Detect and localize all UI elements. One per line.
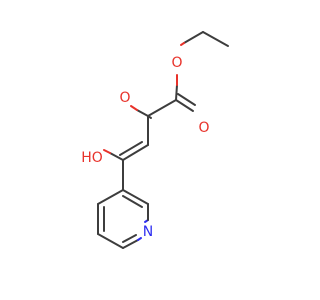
enol-c-o-bond	[109, 152, 124, 161]
ester-carbonyl-oxygen-label: O	[198, 120, 209, 136]
alkene-double-bond-2	[119, 141, 143, 156]
ester-o-c-bond	[175, 84, 178, 101]
pyridine-bond-c2-c3-inner	[122, 195, 143, 208]
enol-c-o-bond-red	[103, 149, 111, 154]
ketone-oxygen-label: O	[119, 90, 130, 106]
ethyl-pyridyl-hydroxy-oxobutenoate-structure: O O O HO N	[81, 31, 229, 249]
hydroxyl-label: HO	[81, 150, 103, 166]
ester-carbonyl-bond-2	[177, 93, 196, 106]
pyridine-bond-c3-c4	[97, 189, 124, 205]
pyridine-bond-c5-c6	[97, 233, 124, 249]
ethyl-ch2-o-bond	[183, 31, 204, 44]
pyridine-bond-c6-n-inner	[122, 234, 137, 243]
pyridine-bond-c6-n-blue	[137, 237, 142, 241]
pyridine-bond-c2-c3	[122, 189, 149, 205]
pyridine-bond-c6-n	[122, 239, 139, 249]
ethyl-ch2-o-bond-red	[180, 42, 185, 46]
alkene-double-bond-1	[122, 144, 149, 161]
ester-oxygen-label: O	[171, 55, 182, 71]
pyridine-nitrogen-label: N	[143, 224, 153, 240]
ester-carbonyl-bond-1	[175, 99, 194, 112]
ketone-c-o-bond-1-red	[130, 105, 138, 111]
ethyl-ch3-ch2-bond	[202, 31, 229, 47]
ester-c-ketone-c-bond	[147, 99, 177, 117]
ketone-c-o-bond-1	[136, 109, 149, 117]
